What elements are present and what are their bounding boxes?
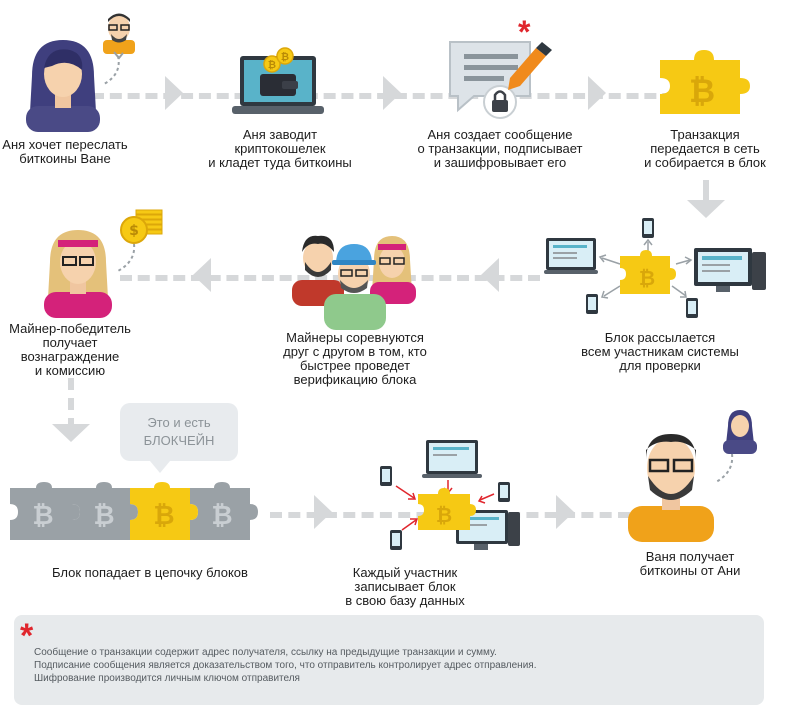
coins-stack-icon: $ — [120, 209, 163, 244]
svg-text:₿: ₿ — [436, 503, 452, 527]
svg-text:₿: ₿ — [268, 59, 276, 71]
anya-mini-avatar-icon — [723, 410, 757, 454]
miners-group-icon — [292, 235, 416, 330]
message-lock-pen-icon — [449, 41, 552, 119]
curved-dashed-arrow-icon — [115, 243, 136, 273]
puzzle-block-icon: ₿ — [660, 50, 750, 114]
footnote-box: * Сообщение о транзакции содержит адрес … — [14, 615, 764, 705]
winner-miner-avatar-icon — [44, 230, 112, 318]
svg-text:₿: ₿ — [32, 501, 53, 531]
vanya-avatar-icon — [628, 434, 714, 542]
svg-text:₿: ₿ — [93, 501, 114, 531]
svg-text:₿: ₿ — [211, 501, 232, 531]
network-broadcast-icon: ₿ — [544, 218, 766, 318]
svg-text:₿: ₿ — [689, 72, 715, 110]
svg-text:$: $ — [129, 223, 139, 239]
svg-text:₿: ₿ — [281, 51, 289, 63]
footnote-line-1: Сообщение о транзакции содержит адрес по… — [34, 647, 497, 658]
curved-dashed-arrow-icon — [103, 51, 124, 85]
participants-record-icon: ₿ — [380, 440, 520, 550]
footnote-line-2: Подписание сообщения является доказатель… — [34, 660, 537, 671]
svg-text:₿: ₿ — [639, 266, 655, 290]
anya-avatar-icon — [26, 40, 100, 132]
footnote-asterisk: * — [20, 617, 34, 655]
blockchain-speech-bubble: Это и есть БЛОКЧЕЙН — [120, 403, 238, 473]
footnote-line-3: Шифрование производится личным ключом от… — [34, 673, 300, 684]
blockchain-chain-icon: ₿ ₿ ₿ ₿ — [10, 482, 258, 540]
step3-asterisk-mark: * — [518, 14, 531, 50]
laptop-wallet-icon: ₿ ₿ — [232, 47, 324, 114]
step8-caption: Блок попадает в цепочку блоков — [52, 565, 248, 580]
svg-text:₿: ₿ — [153, 501, 174, 531]
curved-dashed-arrow-icon — [715, 453, 734, 483]
vanya-mini-avatar-icon — [103, 13, 135, 54]
